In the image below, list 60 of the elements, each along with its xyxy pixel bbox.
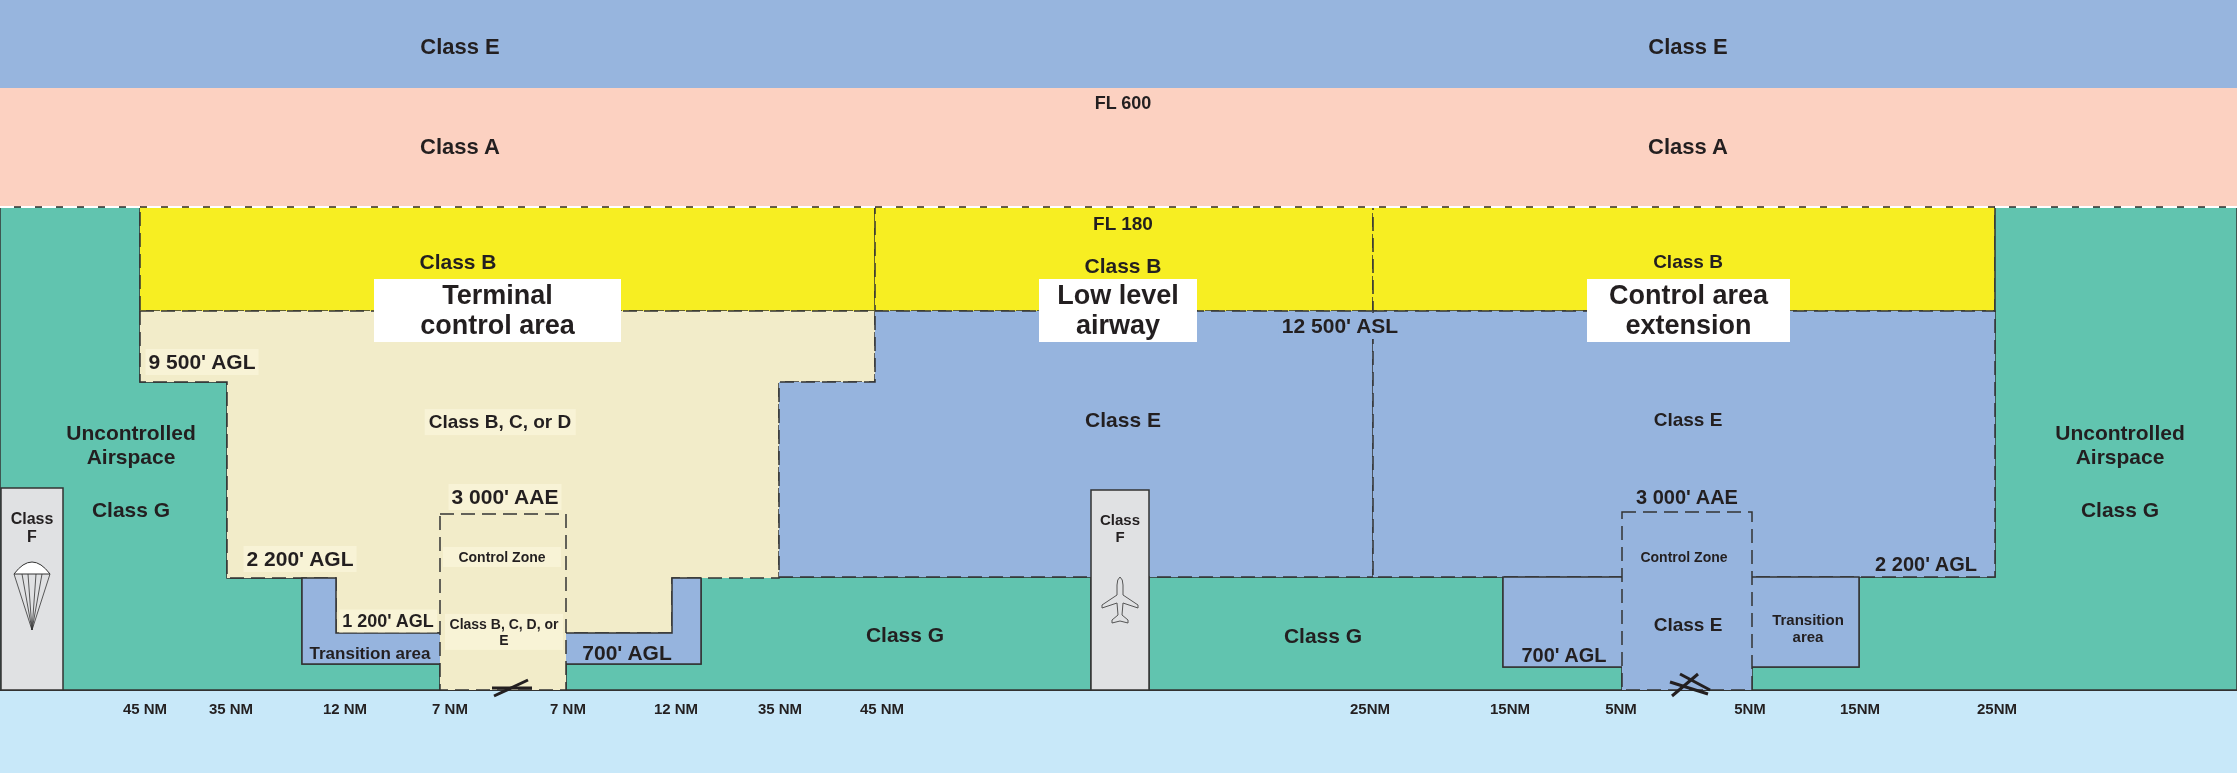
region-label: Control Zone (443, 546, 561, 568)
distance-label: 12 NM (322, 699, 368, 717)
airspace-region (875, 207, 1373, 311)
distance-label: 45 NM (859, 699, 905, 717)
distance-label: 7 NM (550, 699, 586, 717)
airspace-region (1622, 512, 1752, 690)
region-label: Class E (1653, 409, 1723, 431)
region-label: Class A (1648, 134, 1728, 160)
region-label: Uncontrolled Airspace (2054, 420, 2186, 470)
region-label: Class G (865, 622, 945, 648)
distance-label: 5NM (1605, 699, 1637, 717)
altitude-label: 1 200' AGL (339, 609, 437, 633)
altitude-label: 2 200' AGL (1875, 552, 1977, 576)
airspace-region (0, 88, 2237, 207)
airspace-region (1373, 207, 1995, 311)
area-name-tag: Terminal control area (374, 279, 621, 342)
distance-label: 12 NM (653, 699, 699, 717)
distance-label: 5NM (1734, 699, 1766, 717)
altitude-label: 700' AGL (1521, 643, 1607, 667)
region-label: Class B (1653, 251, 1723, 273)
altitude-label: 700' AGL (582, 641, 672, 665)
area-name-tag: Low level airway (1039, 279, 1197, 342)
distance-label: 15NM (1490, 699, 1530, 717)
altitude-label: 2 200' AGL (243, 546, 357, 572)
region-label: Class E (1085, 407, 1161, 433)
airspace-region (1091, 490, 1149, 690)
area-name-tag: Control area extension (1587, 279, 1790, 342)
region-label: Class B, C, D, or E (445, 613, 563, 651)
airspace-region (140, 207, 875, 311)
region-label: Uncontrolled Airspace (65, 420, 197, 470)
region-label: Class G (90, 497, 172, 523)
airspace-region (1, 488, 63, 690)
region-label: Class A (420, 134, 500, 160)
altitude-label: 3 000' AAE (1636, 485, 1738, 509)
distance-label: 35 NM (757, 699, 803, 717)
region-label: Transition area (1771, 610, 1845, 646)
flight-level-label: FL 600 (1094, 92, 1152, 114)
region-label: Class F (9, 509, 55, 547)
distance-label: 15NM (1840, 699, 1880, 717)
region-label: Control Zone (1639, 548, 1729, 566)
region-label: Class E (420, 34, 500, 60)
distance-label: 25NM (1977, 699, 2017, 717)
region-label: Class E (1648, 34, 1728, 60)
region-label: Class F (1099, 510, 1141, 546)
airspace-region (440, 514, 566, 690)
flight-level-label: FL 180 (1093, 213, 1153, 235)
region-label: Class B (1084, 253, 1162, 279)
region-label: Class E (1652, 614, 1724, 636)
region-label: Class G (1283, 623, 1363, 649)
region-label: Class B (419, 249, 497, 275)
distance-label: 25NM (1350, 699, 1390, 717)
airspace-region (0, 0, 2237, 88)
distance-label: 7 NM (432, 699, 468, 717)
distance-label: 45 NM (122, 699, 168, 717)
region-label: Class G (2079, 497, 2161, 523)
altitude-label: 9 500' AGL (145, 349, 259, 375)
altitude-label: 3 000' AAE (448, 484, 562, 510)
distance-label: 35 NM (208, 699, 254, 717)
region-label: Class B, C, or D (424, 409, 576, 435)
region-label: Transition area (309, 644, 431, 664)
